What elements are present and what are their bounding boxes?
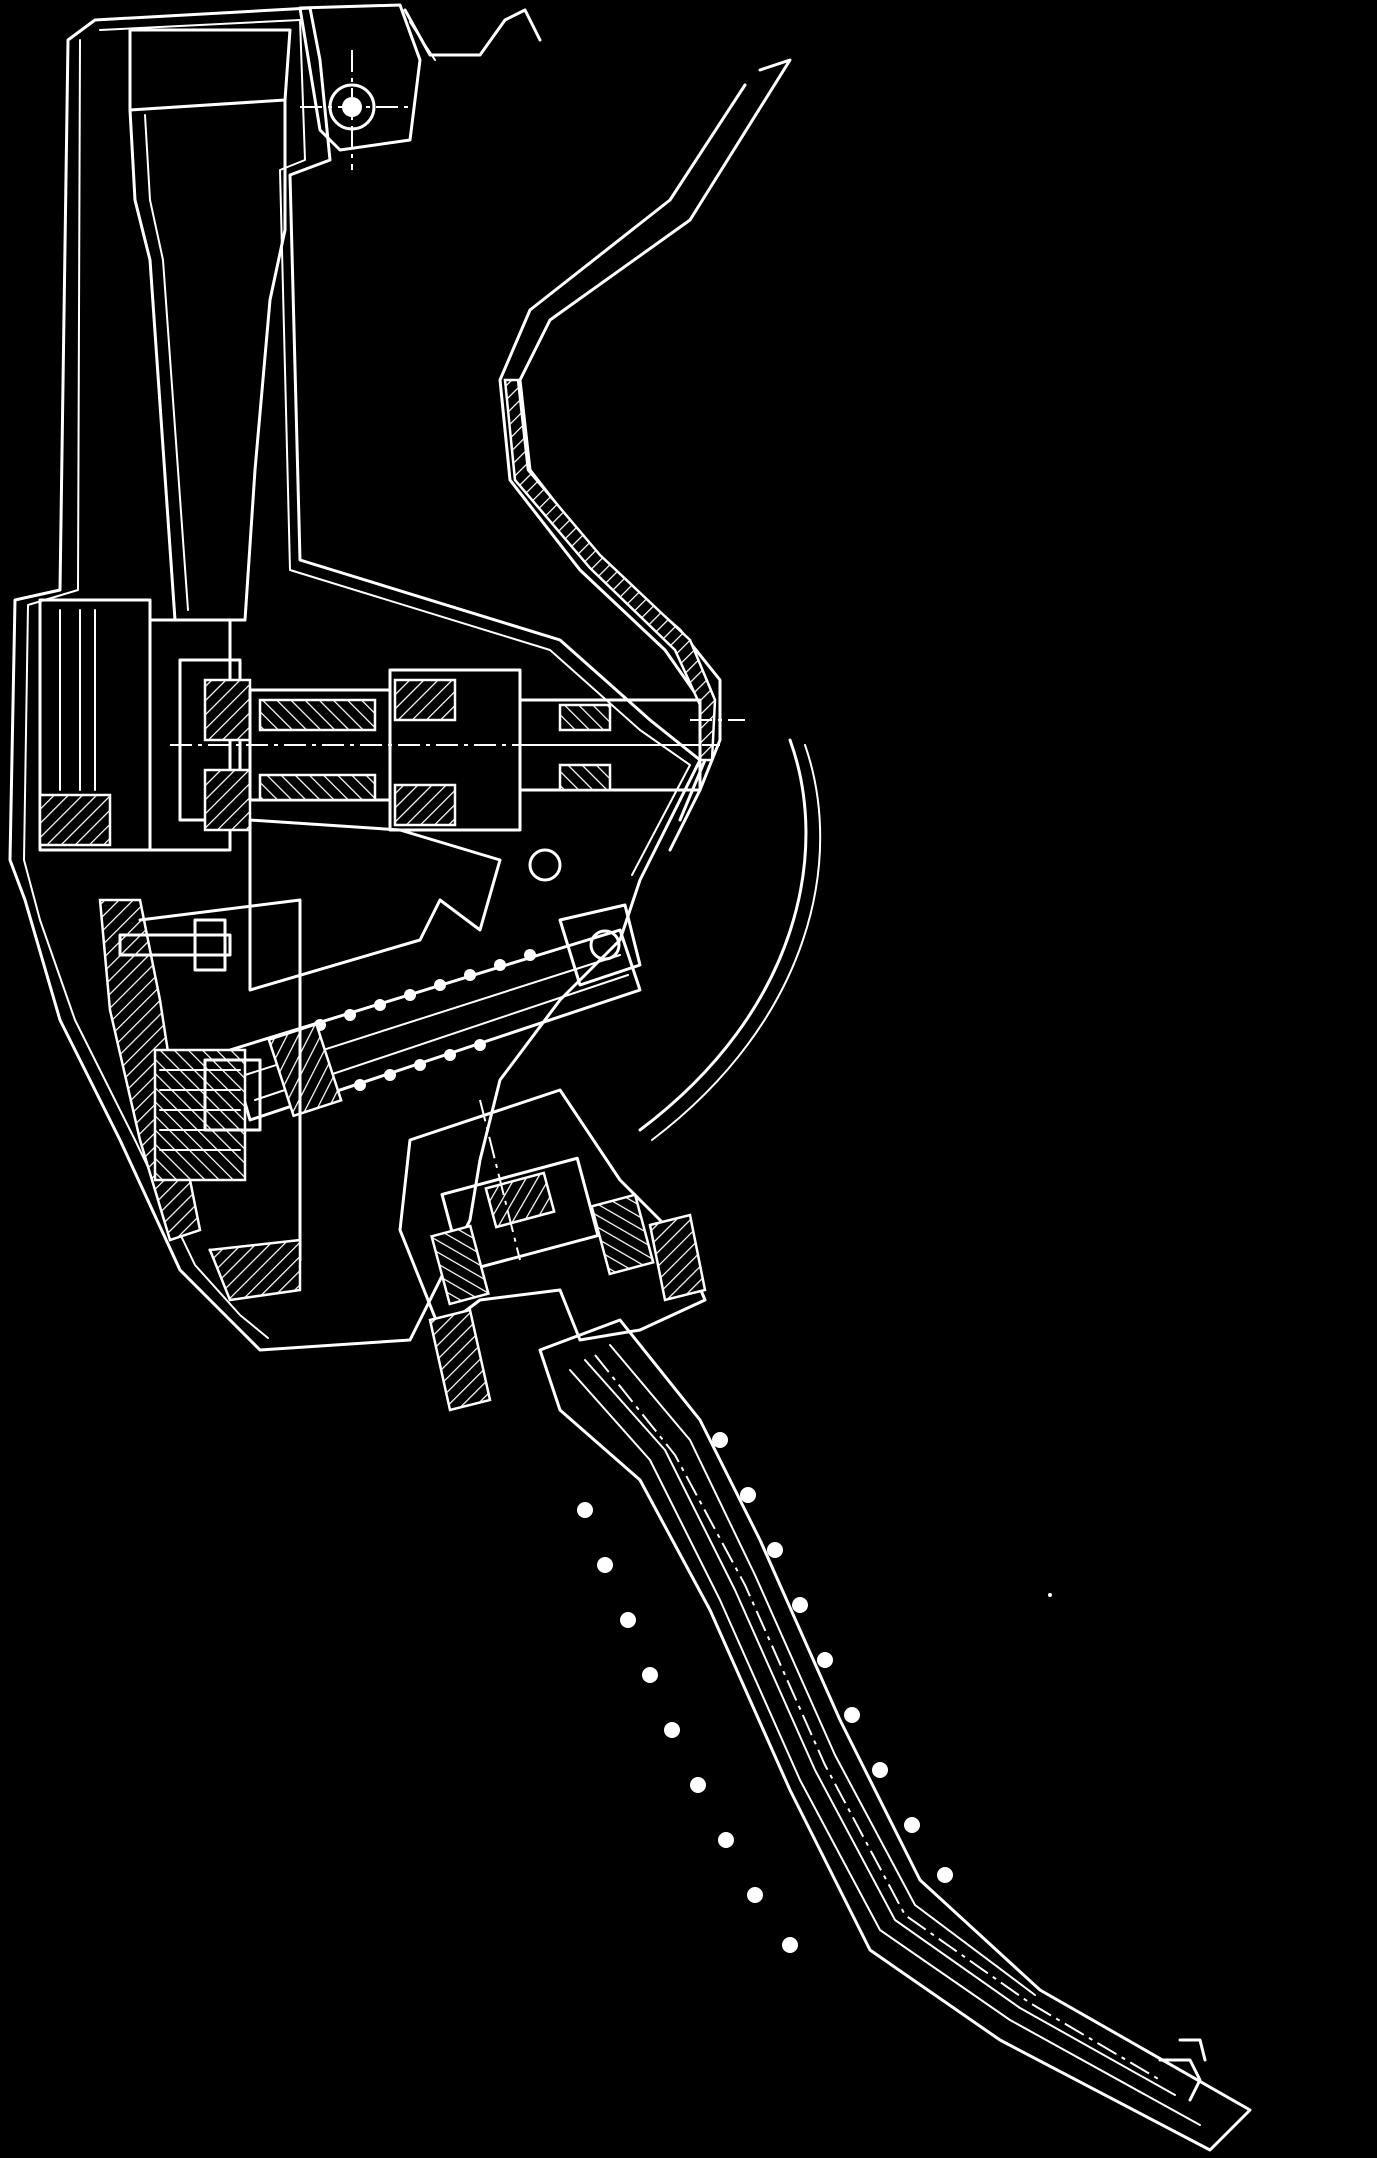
body-outer-shell [8, 6, 702, 1352]
handle-grip [128, 28, 292, 622]
arc-guard [638, 719, 822, 1141]
spring-stem-assembly [228, 903, 642, 1122]
spout-tube [538, 1318, 1252, 2152]
spout-beads [577, 1432, 953, 1953]
stray-mark [1048, 1593, 1052, 1597]
latch-pivot [298, 3, 542, 170]
outlet-coupling [398, 1088, 707, 1412]
diaphragm-block [98, 898, 302, 1302]
main-valve-assembly [38, 598, 720, 992]
trigger-lever [498, 58, 792, 852]
